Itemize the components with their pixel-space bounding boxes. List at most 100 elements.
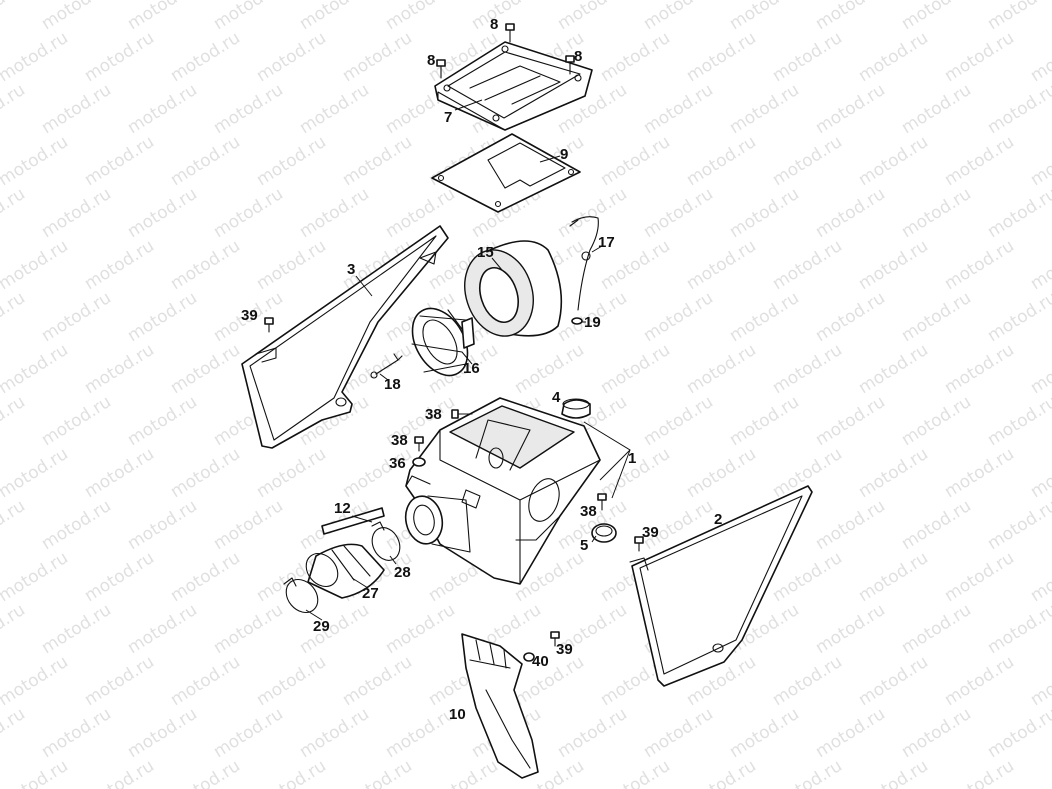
watermark-text: motod.ru [855, 28, 932, 86]
watermark-text: motod.ru [167, 444, 244, 502]
watermark-text: motod.ru [0, 28, 72, 86]
part-28-hose-clamp[interactable] [367, 521, 405, 565]
watermark-text: motod.ru [167, 756, 244, 789]
callout-8c: 8 [574, 48, 582, 65]
part-12-hose[interactable] [321, 507, 385, 535]
watermark-text: motod.ru [941, 652, 1018, 710]
part-9-gasket[interactable] [431, 133, 581, 213]
part-19-washer[interactable] [571, 317, 583, 325]
watermark-text: motod.ru [339, 756, 416, 789]
part-2-right-side-panel[interactable] [629, 485, 813, 687]
watermark-text: motod.ru [253, 652, 330, 710]
watermark-text: motod.ru [511, 340, 588, 398]
watermark-text: motod.ru [1027, 756, 1052, 789]
watermark-text: motod.ru [683, 236, 760, 294]
callout-38b: 38 [391, 432, 408, 449]
watermark-text: motod.ru [253, 236, 330, 294]
part-16-filter-cage[interactable] [401, 299, 479, 385]
callout-4: 4 [552, 389, 561, 406]
callout-9: 9 [560, 146, 568, 163]
callout-labels: 8 8 8 7 9 3 15 17 39 19 16 18 4 38 1 38 … [241, 16, 722, 723]
part-39-screw-left-panel[interactable] [264, 317, 274, 333]
part-7-cover-plate[interactable] [434, 41, 593, 131]
watermark-text: motod.ru [683, 444, 760, 502]
watermark-text: motod.ru [898, 80, 975, 138]
watermark-text: motod.ru [769, 340, 846, 398]
watermark-text: motod.ru [296, 0, 373, 34]
watermark-text: motod.ru [253, 444, 330, 502]
watermark-text: motod.ru [683, 340, 760, 398]
watermark-text: motod.ru [640, 0, 717, 34]
watermark-text: motod.ru [425, 756, 502, 789]
watermark-text: motod.ru [640, 184, 717, 242]
part-8-screw-right[interactable] [565, 55, 575, 75]
watermark-text: motod.ru [941, 756, 1018, 789]
watermark-text: motod.ru [683, 28, 760, 86]
watermark-text: motod.ru [898, 392, 975, 450]
watermark-text: motod.ru [769, 652, 846, 710]
watermark-text: motod.ru [941, 548, 1018, 606]
watermark-text: motod.ru [726, 0, 803, 34]
watermark-text: motod.ru [210, 0, 287, 34]
watermark-text: motod.ru [898, 288, 975, 346]
watermark-text: motod.ru [984, 600, 1052, 658]
part-8-screw-left[interactable] [436, 59, 446, 79]
watermark-text: motod.ru [0, 236, 72, 294]
part-5-cap[interactable] [591, 523, 617, 543]
watermark-text: motod.ru [597, 756, 674, 789]
watermark-text: motod.ru [296, 184, 373, 242]
watermark-text: motod.ru [0, 340, 72, 398]
part-18-pin[interactable] [370, 353, 403, 379]
watermark-text: motod.ru [855, 132, 932, 190]
part-17-wire-clip[interactable] [569, 216, 599, 311]
watermark-text: motod.ru [1027, 132, 1052, 190]
watermark-text: motod.ru [339, 132, 416, 190]
part-38-screw-b[interactable] [414, 436, 424, 452]
watermark-text: motod.ru [0, 184, 29, 242]
watermark-text: motod.ru [0, 600, 29, 658]
watermark-text: motod.ru [726, 288, 803, 346]
watermark-text: motod.ru [683, 132, 760, 190]
watermark-text: motod.ru [812, 496, 889, 554]
watermark-text: motod.ru [253, 28, 330, 86]
part-40-nut[interactable] [523, 652, 535, 662]
watermark-text: motod.ru [124, 704, 201, 762]
watermark-text: motod.ru [382, 600, 459, 658]
watermark-text: motod.ru [81, 444, 158, 502]
part-10-mud-flap[interactable] [461, 633, 539, 779]
part-29-hose-clamp[interactable] [280, 573, 325, 619]
part-39-screw-flap[interactable] [550, 631, 560, 647]
watermark-text: motod.ru [0, 80, 29, 138]
watermark-text: motod.ru [296, 80, 373, 138]
callout-36: 36 [389, 455, 406, 472]
callout-19: 19 [584, 314, 601, 331]
watermark-text: motod.ru [124, 80, 201, 138]
watermark-text: motod.ru [296, 704, 373, 762]
watermark-text: motod.ru [124, 0, 201, 34]
callout-39a: 39 [241, 307, 258, 324]
watermark-text: motod.ru [296, 600, 373, 658]
part-38-screw-c[interactable] [597, 493, 607, 511]
part-36-washer[interactable] [412, 457, 426, 467]
watermark-text: motod.ru [339, 28, 416, 86]
watermark-text: motod.ru [1027, 28, 1052, 86]
watermark-text: motod.ru [984, 80, 1052, 138]
part-3-left-side-panel[interactable] [241, 225, 449, 449]
watermark-text: motod.ru [855, 548, 932, 606]
part-38-screw-a[interactable] [451, 409, 473, 419]
part-1-intake-snout[interactable] [401, 493, 471, 553]
watermark-text: motod.ru [984, 392, 1052, 450]
watermark-text: motod.ru [855, 444, 932, 502]
part-1-airbox-housing[interactable] [405, 397, 601, 585]
watermark-text: motod.ru [855, 236, 932, 294]
watermark-text: motod.ru [210, 704, 287, 762]
part-8-screw-top[interactable] [505, 23, 515, 43]
watermark-text: motod.ru [210, 80, 287, 138]
watermark-text: motod.ru [167, 652, 244, 710]
watermark-text: motod.ru [812, 392, 889, 450]
watermark-text: motod.ru [769, 28, 846, 86]
part-4-plug[interactable] [561, 398, 591, 419]
part-39-screw-right-panel[interactable] [634, 536, 644, 552]
watermark-text: motod.ru [0, 652, 72, 710]
part-27-intake-boot[interactable] [300, 543, 385, 599]
